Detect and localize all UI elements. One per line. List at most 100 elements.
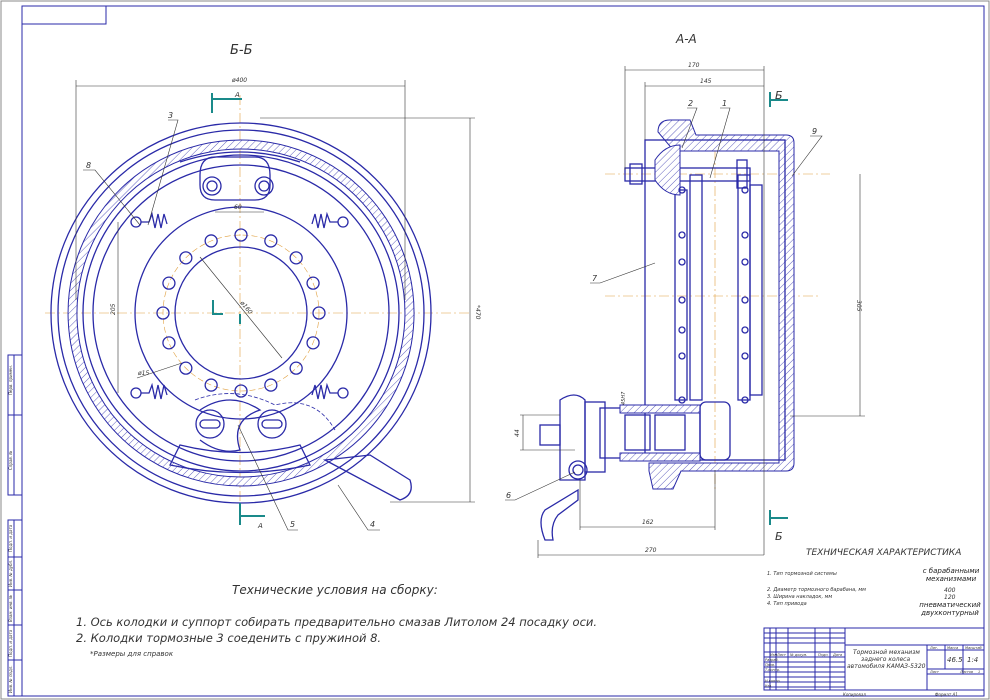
tb-row-label: Утв. [765,684,772,688]
view-title-b-b: Б-Б [230,43,253,58]
view-title-a-a: А-А [675,32,697,46]
side-stamp-strip: Перв. примен. Справ. № Подп. и дата Инв.… [7,354,23,697]
spec-value-container: пневматический двухконтурный [919,601,981,617]
tb-lit-header: Лит. [929,646,938,650]
dim-height: *470 [474,305,481,320]
brake-chamber [559,394,586,481]
dim-length-overall: 270 [645,547,657,554]
stamp-label: Инв. № дубл. [8,560,13,587]
dim-spring-span: 205 [110,303,117,315]
adjuster-lever [322,454,412,501]
dim-hole-diameter: ø15 [137,370,149,377]
rivet [678,352,686,360]
section-mark: Б [775,530,783,543]
callout-7: 7 [592,274,598,283]
spec-value: 400 [944,587,956,594]
stamp-label: Справ. № [8,451,13,470]
section-mark: А [257,522,263,530]
dim-offset: 44 [514,429,521,437]
tb-sheet-label: Лист [929,670,940,674]
dim-chamber-distance: 162 [642,519,654,526]
drum-housing-section [648,119,795,490]
bolt-hole [234,228,248,242]
dim-width-overall: 170 [688,62,700,69]
tb-row-label: Н.контр. [765,679,781,683]
note-item: 1. Ось колодки и суппорт собирать предва… [76,615,597,629]
bolt-hole [162,276,176,290]
bolt-hole [204,234,218,248]
dim-width-inner: 145 [700,78,712,85]
tb-format: Формат А1 [935,692,958,697]
rivet [741,231,749,239]
adjuster-lever [540,488,579,541]
spec-value: 120 [944,594,956,601]
bolt-hole [306,336,320,350]
rivet [678,258,686,266]
drawing-frame [21,5,985,697]
dim-outer-diameter: ø400 [231,77,247,84]
stamp-label: Подп. и дата [8,524,13,552]
rivet [678,396,686,404]
rivet [741,326,749,334]
drum-section [67,139,415,487]
anchor-shaft [624,167,751,182]
bolt-holes [156,228,326,398]
title-block: Изм Лист № докум. Подп. Дата Разраб. Про… [763,627,985,697]
spec-value: пневматический двухконтурный [919,601,981,617]
callout-9: 9 [812,127,817,136]
bolt-hole [306,276,320,290]
section-mark: Б [775,89,783,102]
tb-col-header: Изм [770,653,777,657]
specs-heading: ТЕХНИЧЕСКАЯ ХАРАКТЕРИСТИКА [806,548,961,558]
tb-sheets-label: Листов [959,670,973,674]
rivet [741,352,749,360]
spec-label: 2. Диаметр тормозного барабана, мм [767,587,866,593]
spec-label: 4. Тип привода [767,601,807,607]
assembly-notes: Технические условия на сборку: 1. Ось ко… [76,583,597,658]
rivet [678,296,686,304]
callout-8: 8 [86,161,91,170]
tb-mass: 46.5 [947,656,963,664]
bolt-hole [289,251,303,265]
hub-flange [134,206,348,420]
notes-footnote: *Размеры для справок [90,650,174,658]
bolt-hole [289,361,303,375]
tb-name: Тормозной механизм [853,649,920,656]
callout-3: 3 [168,111,173,120]
tb-row-label: Т.контр. [765,668,780,672]
note-item: 2. Колодки тормозные 3 соеденить с пружи… [76,631,381,645]
technical-specs: ТЕХНИЧЕСКАЯ ХАРАКТЕРИСТИКА 1. Тип тормоз… [767,548,981,617]
view-b-b: Б-Б А А [45,43,481,531]
bolt-hole [264,378,278,392]
callout-1: 1 [722,99,727,108]
dim-fit: 45H7 [621,391,627,405]
rivet [741,186,749,194]
bolt-hole [156,306,170,320]
dim-pin-distance: 60 [234,204,242,211]
section-mark: А [234,91,240,99]
tb-sheets: 1 [978,670,980,674]
spec-label: 3. Ширина накладок, мм [767,594,832,600]
notes-heading: Технические условия на сборку: [232,583,438,597]
bolt-hole [162,336,176,350]
tb-name: заднего колеса [861,656,910,663]
tb-row-label: Разраб. [765,658,779,662]
bolt-hole [264,234,278,248]
spec-value: с барабанными механизмами [922,567,980,583]
callout-5: 5 [290,520,295,529]
tb-row-label: Пров. [765,663,775,667]
s-cam [169,393,336,474]
rivet [678,186,686,194]
rivet [741,258,749,266]
rivet [741,396,749,404]
top-stamp-box [21,5,107,25]
tb-col-header: Лист [776,653,787,657]
callout-4: 4 [370,520,375,529]
tb-scale: 1:4 [967,656,978,664]
lining-rivets [678,186,749,404]
spec-value-container: с барабанными механизмами [922,567,980,583]
tb-copied: Копировал [843,692,866,697]
